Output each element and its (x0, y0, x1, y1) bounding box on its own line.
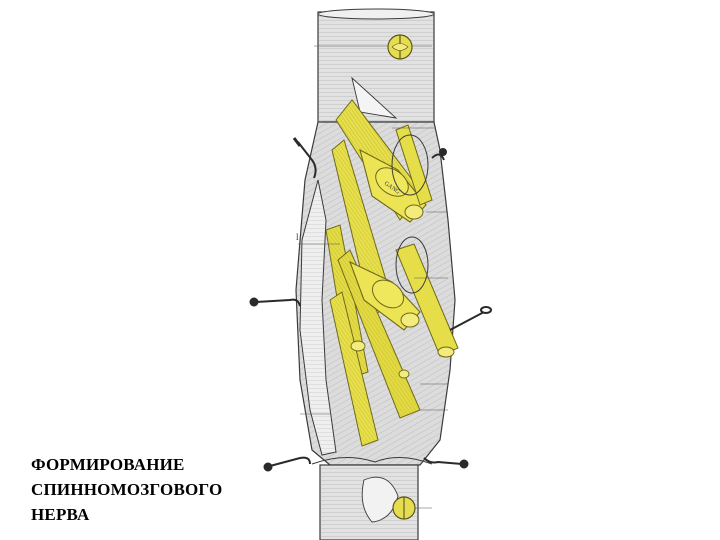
slide-caption: ФОРМИРОВАНИЕ СПИННОМОЗГОВОГО НЕРВА (31, 452, 281, 527)
nerve-roots: GANG (325, 99, 459, 447)
caption-line-2: СПИННОМОЗГОВОГО (31, 480, 223, 499)
cross-section-bottom (392, 496, 432, 520)
spinal-cord-lower (311, 456, 433, 540)
root-openings (391, 134, 429, 294)
label-marker-l: l (296, 232, 299, 242)
caption-line-3: НЕРВА (31, 505, 90, 524)
cross-section-top (314, 34, 432, 60)
retraction-pins (249, 137, 492, 472)
caption-line-1: ФОРМИРОВАНИЕ (31, 455, 185, 474)
leader-lines (298, 121, 448, 415)
